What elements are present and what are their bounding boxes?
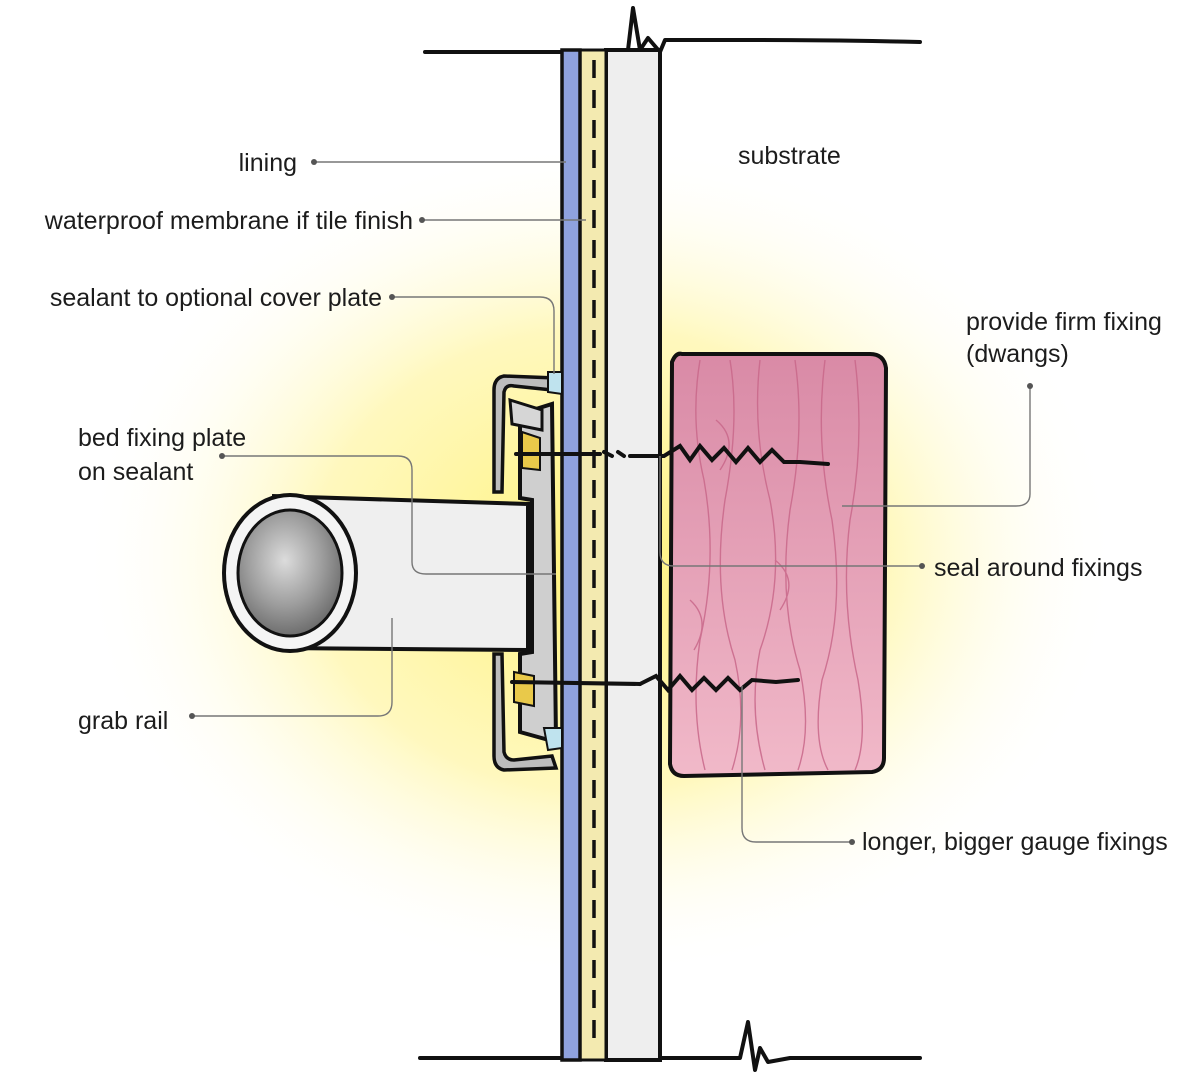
top-break-line bbox=[423, 6, 922, 54]
label-bed-fixing-plate-2: on sealant bbox=[78, 458, 193, 486]
label-grab-rail: grab rail bbox=[78, 707, 168, 735]
sealant-bottom-yellow bbox=[513, 670, 535, 708]
screw-top bbox=[514, 442, 830, 466]
dwang-block bbox=[667, 351, 889, 779]
label-sealant-cover-plate: sealant to optional cover plate bbox=[50, 284, 382, 312]
label-substrate: substrate bbox=[738, 142, 841, 170]
label-bed-fixing-plate-1: bed fixing plate bbox=[78, 424, 246, 452]
label-longer-fixings: longer, bigger gauge fixings bbox=[862, 828, 1168, 856]
bottom-break-line bbox=[418, 1020, 922, 1072]
sealant-top-blue bbox=[547, 371, 563, 396]
label-seal-around-fixings: seal around fixings bbox=[934, 554, 1142, 582]
sealant-top-yellow bbox=[521, 430, 541, 472]
lining-layer bbox=[560, 48, 582, 1062]
sealant-bottom-blue bbox=[542, 727, 563, 752]
label-lining: lining bbox=[239, 149, 297, 177]
label-waterproof-membrane: waterproof membrane if tile finish bbox=[44, 207, 413, 235]
leader-lines bbox=[189, 159, 1033, 845]
screw-bottom bbox=[510, 672, 800, 694]
label-firm-fixing-1: provide firm fixing bbox=[966, 308, 1162, 336]
grab-rail-tube bbox=[222, 493, 530, 653]
substrate-layer bbox=[604, 48, 662, 1062]
fixing-plate bbox=[508, 397, 559, 745]
label-firm-fixing-2: (dwangs) bbox=[966, 340, 1069, 368]
